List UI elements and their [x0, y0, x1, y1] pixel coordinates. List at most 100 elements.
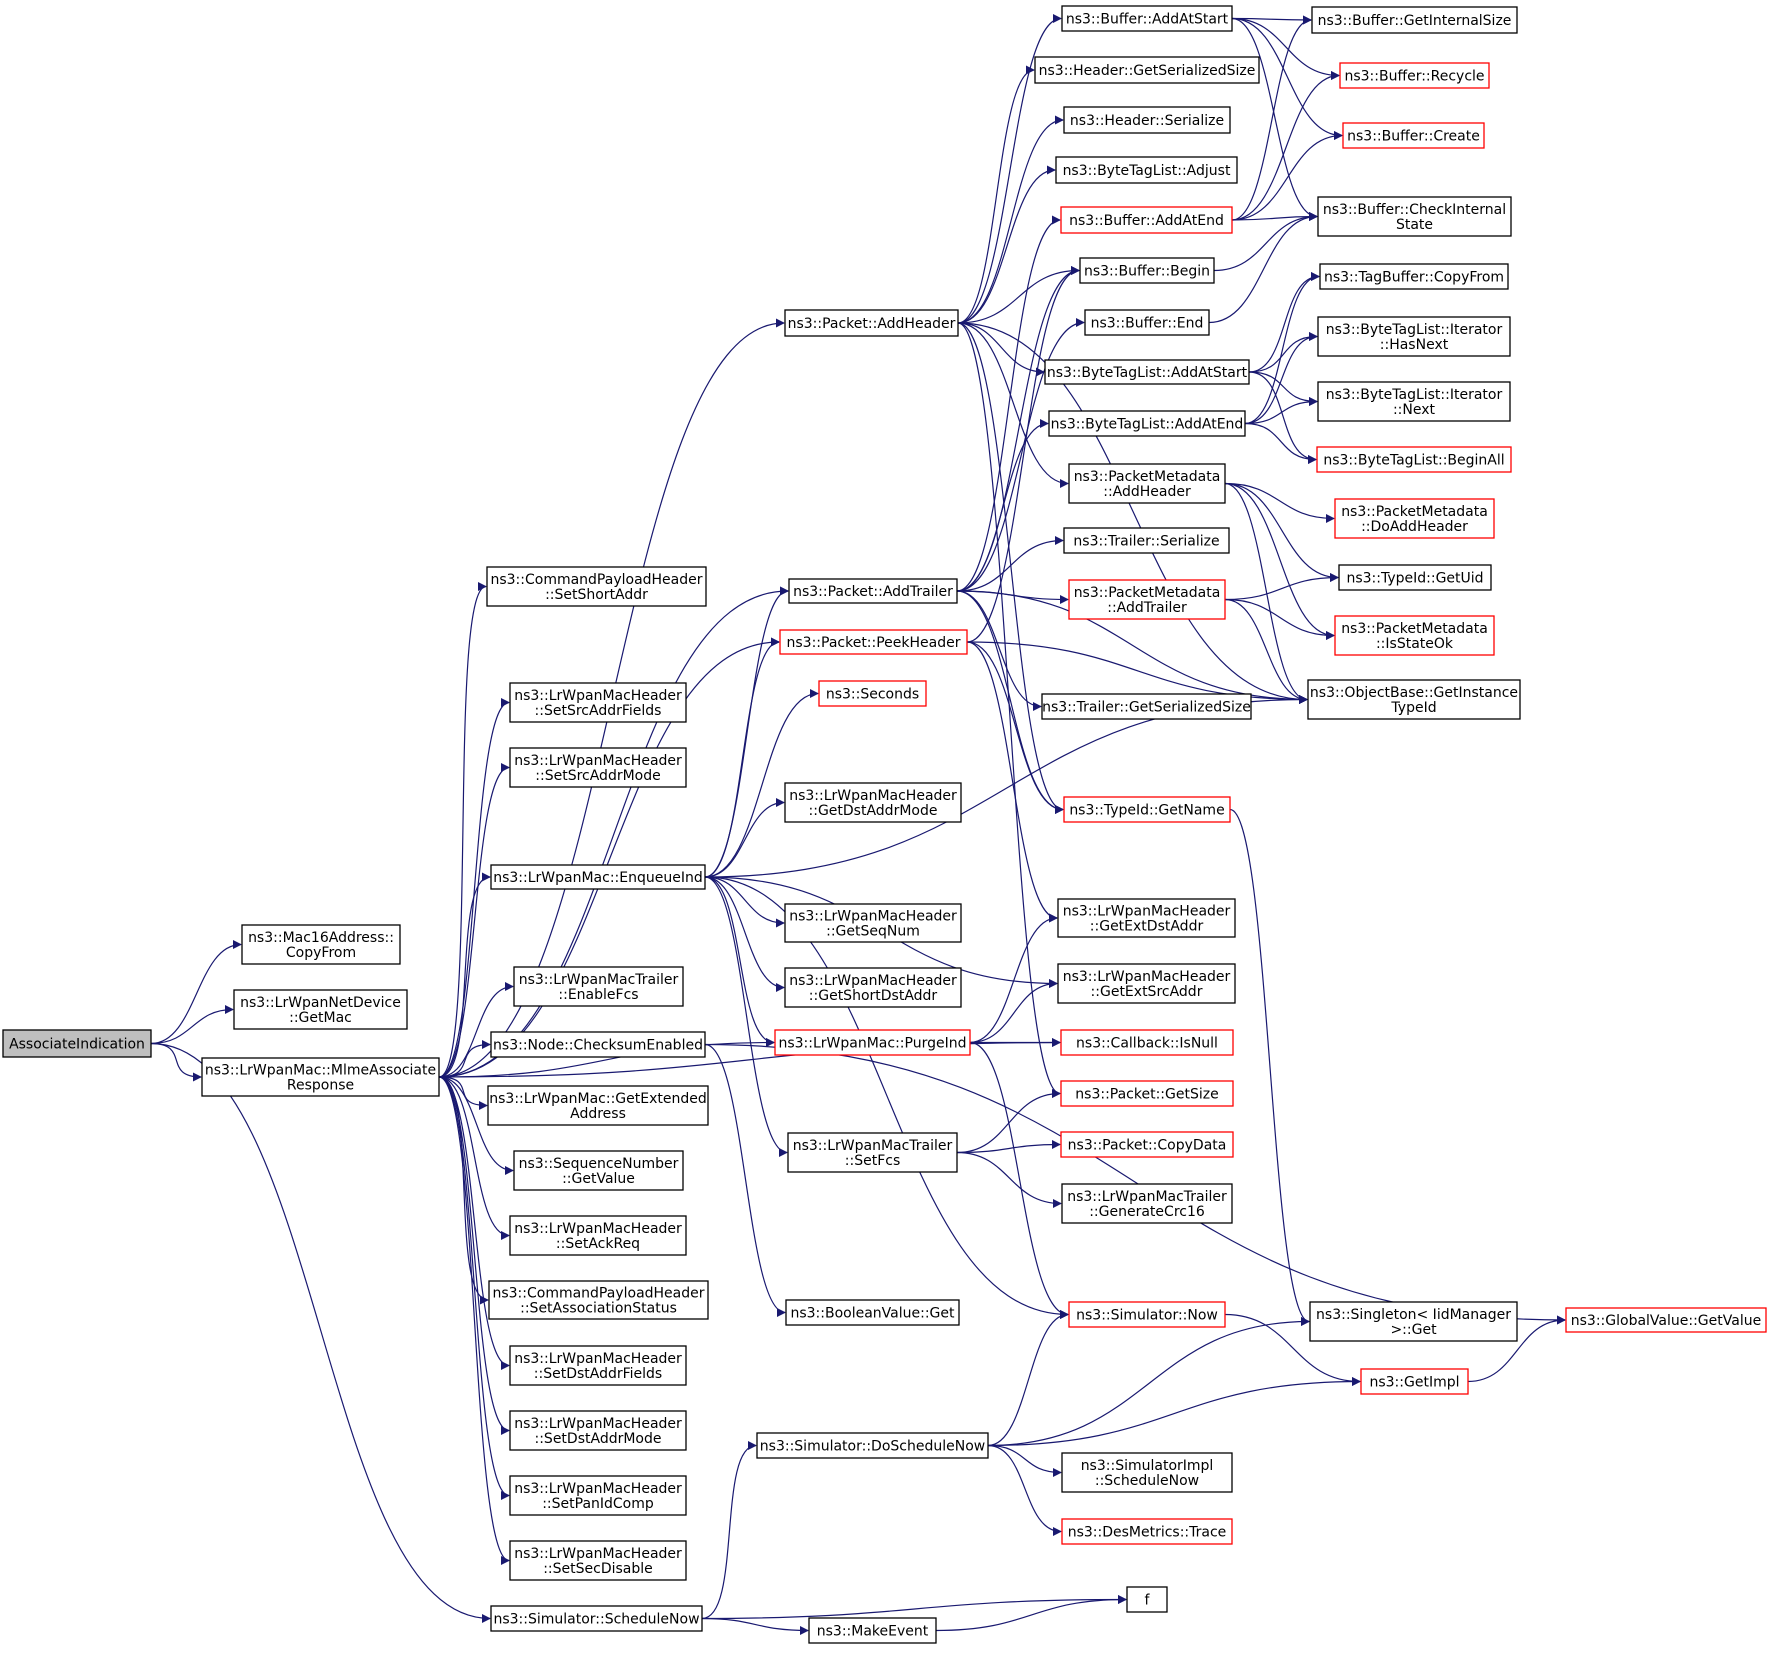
node-simimpl_sched[interactable]: ns3::SimulatorImpl::ScheduleNow [1061, 1452, 1233, 1493]
node-mac16copy[interactable]: ns3::Mac16Address::CopyFrom [241, 924, 401, 965]
node-hdr_size[interactable]: ns3::Header::GetSerializedSize [1034, 56, 1260, 84]
node-buf_addstart[interactable]: ns3::Buffer::AddAtStart [1061, 5, 1233, 32]
node-mh_ackreq[interactable]: ns3::LrWpanMacHeader::SetAckReq [509, 1215, 687, 1256]
edge-purgeind-to-sim_now [969, 1041, 1069, 1319]
node-buf_create[interactable]: ns3::Buffer::Create [1342, 122, 1485, 149]
node-box [779, 629, 968, 655]
node-mh_srcmode[interactable]: ns3::LrWpanMacHeader::SetSrcAddrMode [509, 747, 687, 788]
node-mh_getshortdst[interactable]: ns3::LrWpanMacHeader::GetShortDstAddr [784, 967, 962, 1008]
node-pm_doadd[interactable]: ns3::PacketMetadata::DoAddHeader [1334, 498, 1495, 539]
node-cph_setshort[interactable]: ns3::CommandPayloadHeader::SetShortAddr [486, 566, 707, 607]
node-cb_isnull[interactable]: ns3::Callback::IsNull [1060, 1029, 1234, 1056]
node-trl_size[interactable]: ns3::Trailer::GetSerializedSize [1041, 693, 1252, 720]
node-box [1126, 1586, 1168, 1613]
node-label: CopyFrom [286, 945, 356, 961]
node-label: ns3::Header::GetSerializedSize [1039, 63, 1256, 79]
node-btl_addstart[interactable]: ns3::ByteTagList::AddAtStart [1044, 359, 1250, 385]
node-tagbuf_copy[interactable]: ns3::TagBuffer::CopyFrom [1319, 263, 1509, 290]
node-btl_addend[interactable]: ns3::ByteTagList::AddAtEnd [1048, 410, 1246, 437]
node-sim_now[interactable]: ns3::Simulator::Now [1068, 1301, 1226, 1328]
node-label: ::Next [1393, 402, 1436, 418]
node-buf_begin[interactable]: ns3::Buffer::Begin [1079, 257, 1215, 284]
node-f[interactable]: f [1126, 1586, 1168, 1613]
edge-pkt_peek-to-mh_getextdst [966, 641, 1058, 923]
node-purgeind[interactable]: ns3::LrWpanMac::PurgeInd [774, 1029, 971, 1056]
node-btl_adjust[interactable]: ns3::ByteTagList::Adjust [1055, 156, 1238, 184]
node-mh_dstmode[interactable]: ns3::LrWpanMacHeader::SetDstAddrMode [509, 1410, 687, 1451]
node-box [785, 1299, 960, 1326]
node-label: ::SetDstAddrMode [535, 1431, 662, 1447]
node-typeid_name[interactable]: ns3::TypeId::GetName [1063, 796, 1231, 823]
node-pkt_addtrailer[interactable]: ns3::Packet::AddTrailer [788, 578, 958, 604]
node-pkt_copydata[interactable]: ns3::Packet::CopyData [1060, 1131, 1234, 1158]
node-checksum[interactable]: ns3::Node::ChecksumEnabled [490, 1031, 706, 1058]
node-box [233, 989, 408, 1030]
node-label: ns3::Seconds [826, 687, 919, 703]
edge-mlme-to-mh_panid [438, 1076, 510, 1500]
node-enqueueind[interactable]: ns3::LrWpanMac::EnqueueInd [490, 864, 706, 890]
node-pkt_peek[interactable]: ns3::Packet::PeekHeader [779, 629, 968, 655]
node-label: ns3::LrWpanMacHeader [789, 909, 957, 925]
node-seconds[interactable]: ns3::Seconds [818, 680, 927, 707]
node-desmetrics[interactable]: ns3::DesMetrics::Trace [1061, 1518, 1233, 1545]
node-buf_addend[interactable]: ns3::Buffer::AddAtEnd [1060, 206, 1233, 234]
node-btl_it_hasnext[interactable]: ns3::ByteTagList::Iterator::HasNext [1317, 316, 1511, 357]
node-mh_getdstmode[interactable]: ns3::LrWpanMacHeader::GetDstAddrMode [784, 782, 962, 823]
node-boolget[interactable]: ns3::BooleanValue::Get [785, 1299, 960, 1326]
node-buf_recycle[interactable]: ns3::Buffer::Recycle [1339, 62, 1490, 89]
node-label: ::SetAssociationStatus [520, 1301, 677, 1317]
edge-purgeind-to-mh_getextdst [969, 913, 1058, 1044]
node-seqgetval[interactable]: ns3::SequenceNumber::GetValue [513, 1150, 684, 1191]
node-mh_getextsrc[interactable]: ns3::LrWpanMacHeader::GetExtSrcAddr [1057, 963, 1236, 1004]
node-box [1068, 1301, 1226, 1328]
node-mh_getseq[interactable]: ns3::LrWpanMacHeader::GetSeqNum [784, 903, 962, 943]
node-makeevent[interactable]: ns3::MakeEvent [808, 1617, 937, 1644]
node-singleton[interactable]: ns3::Singleton< IidManager >::Get [1309, 1301, 1518, 1342]
node-label: ns3::Singleton< IidManager [1316, 1307, 1511, 1323]
node-pkt_getsize[interactable]: ns3::Packet::GetSize [1060, 1080, 1234, 1107]
edge-buf_addstart-to-buf_recycle [1231, 17, 1340, 80]
node-box [1334, 498, 1495, 539]
node-cph_assoc[interactable]: ns3::CommandPayloadHeader::SetAssociatio… [488, 1280, 709, 1320]
node-buf_internal[interactable]: ns3::Buffer::GetInternalSize [1311, 6, 1518, 34]
node-btl_beginall[interactable]: ns3::ByteTagList::BeginAll [1316, 446, 1512, 473]
edge-pkt_addtrailer-to-trl_ser [956, 536, 1064, 592]
node-label: ::SetPanIdComp [542, 1496, 654, 1512]
node-netdevgetmac[interactable]: ns3::LrWpanNetDevice::GetMac [233, 989, 408, 1030]
node-pm_addheader[interactable]: ns3::PacketMetadata::AddHeader [1068, 463, 1226, 504]
node-label: >::Get [1390, 1322, 1437, 1338]
node-dosched[interactable]: ns3::Simulator::DoScheduleNow [756, 1432, 989, 1459]
node-trl_ser[interactable]: ns3::Trailer::Serialize [1063, 527, 1230, 554]
node-mt_setfcs[interactable]: ns3::LrWpanMacTrailer::SetFcs [787, 1132, 958, 1173]
node-label: ::GetExtSrcAddr [1091, 984, 1203, 1000]
node-btl_it_next[interactable]: ns3::ByteTagList::Iterator::Next [1317, 381, 1511, 422]
node-hdr_ser[interactable]: ns3::Header::Serialize [1063, 106, 1231, 134]
node-schednow[interactable]: ns3::Simulator::ScheduleNow [490, 1605, 703, 1632]
node-box [1319, 263, 1509, 290]
edge-mlme-to-mh_srcfields [438, 698, 510, 1078]
node-enablefcs[interactable]: ns3::LrWpanMacTrailer::EnableFcs [513, 966, 684, 1007]
node-gv_getvalue[interactable]: ns3::GlobalValue::GetValue [1565, 1307, 1767, 1333]
edge-mlme-to-getextaddr [438, 1076, 488, 1110]
node-getimpl[interactable]: ns3::GetImpl [1360, 1368, 1469, 1395]
node-mh_getextdst[interactable]: ns3::LrWpanMacHeader::GetExtDstAddr [1057, 898, 1236, 938]
node-pm_addtrailer[interactable]: ns3::PacketMetadata::AddTrailer [1068, 579, 1226, 620]
edge-pkt_addtrailer-to-trl_size [956, 590, 1042, 711]
node-mh_secdis[interactable]: ns3::LrWpanMacHeader::SetSecDisable [509, 1540, 687, 1581]
node-box [509, 1345, 687, 1386]
node-mh_dstfields[interactable]: ns3::LrWpanMacHeader::SetDstAddrFields [509, 1345, 687, 1386]
node-root[interactable]: AssociateIndication [2, 1029, 152, 1058]
node-mh_srcfields[interactable]: ns3::LrWpanMacHeader::SetSrcAddrFields [509, 682, 687, 723]
node-mt_crc[interactable]: ns3::LrWpanMacTrailer::GenerateCrc16 [1061, 1183, 1233, 1224]
node-typeid_uid[interactable]: ns3::TypeId::GetUid [1338, 564, 1492, 591]
node-pkt_addheader[interactable]: ns3::Packet::AddHeader [784, 309, 959, 337]
node-label: ns3::ByteTagList::AddAtStart [1047, 365, 1248, 381]
node-mh_panid[interactable]: ns3::LrWpanMacHeader::SetPanIdComp [509, 1475, 687, 1516]
node-box [784, 967, 962, 1008]
node-pm_stateok[interactable]: ns3::PacketMetadata::IsStateOk [1334, 615, 1495, 656]
node-buf_end[interactable]: ns3::Buffer::End [1084, 309, 1210, 336]
